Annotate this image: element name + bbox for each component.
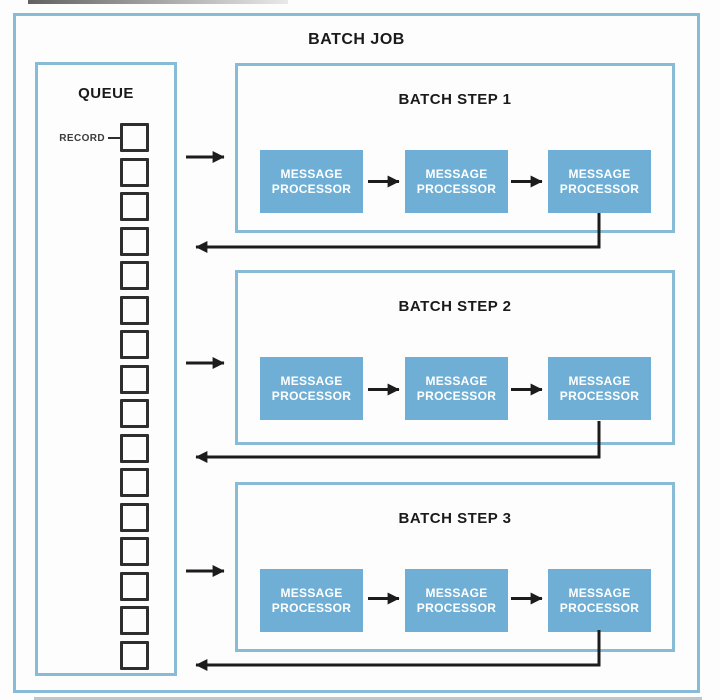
queue-record [120, 330, 149, 359]
bottom-edge-artifact [34, 697, 702, 700]
queue-title: QUEUE [78, 85, 134, 102]
message-processor: MESSAGE PROCESSOR [405, 569, 508, 632]
queue-record [120, 123, 149, 152]
queue-record [120, 364, 149, 394]
message-processor: MESSAGE PROCESSOR [548, 150, 651, 213]
queue-record [120, 433, 149, 463]
message-processor: MESSAGE PROCESSOR [260, 569, 363, 632]
batch-step-2: BATCH STEP 2 MESSAGE PROCESSOR MESSAGE P… [235, 270, 675, 445]
queue-record [120, 295, 149, 325]
queue-container: QUEUE RECORD [35, 62, 177, 676]
queue-record [120, 192, 149, 221]
queue-record [120, 468, 149, 497]
queue-record [120, 226, 149, 256]
queue-record [120, 606, 149, 635]
message-processor: MESSAGE PROCESSOR [405, 150, 508, 213]
batch-step-3: BATCH STEP 3 MESSAGE PROCESSOR MESSAGE P… [235, 482, 675, 652]
batch-job-container: BATCH JOB QUEUE RECORD BATCH STEP 1 MESS… [13, 13, 700, 693]
batch-step-1-title: BATCH STEP 1 [398, 91, 512, 108]
batch-step-3-title: BATCH STEP 3 [398, 510, 512, 527]
message-processor: MESSAGE PROCESSOR [260, 357, 363, 420]
queue-record [120, 399, 149, 428]
top-edge-artifact [28, 0, 288, 4]
record-callout: RECORD [46, 131, 120, 145]
record-label: RECORD [59, 132, 105, 144]
queue-record [120, 157, 149, 187]
queue-record [120, 640, 149, 670]
message-processor: MESSAGE PROCESSOR [548, 569, 651, 632]
message-processor: MESSAGE PROCESSOR [405, 357, 508, 420]
message-processor: MESSAGE PROCESSOR [548, 357, 651, 420]
queue-record [120, 571, 149, 601]
queue-record [120, 537, 149, 566]
message-processor: MESSAGE PROCESSOR [260, 150, 363, 213]
record-callout-line [108, 137, 120, 139]
queue-record [120, 261, 149, 290]
batch-step-2-title: BATCH STEP 2 [398, 298, 512, 315]
batch-job-title: BATCH JOB [308, 31, 405, 48]
queue-records [120, 123, 149, 670]
batch-step-1: BATCH STEP 1 MESSAGE PROCESSOR MESSAGE P… [235, 63, 675, 233]
queue-record [120, 502, 149, 532]
